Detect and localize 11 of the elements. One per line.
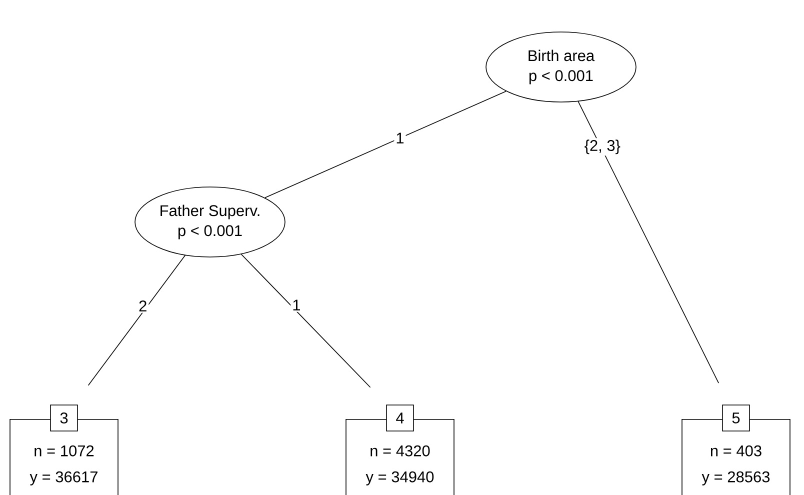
leaf-box: n = 1072 y = 36617 3 <box>10 404 118 495</box>
leaf-box: n = 403 y = 28563 5 <box>682 404 790 495</box>
branch-line <box>264 90 506 198</box>
branch-line <box>240 254 371 388</box>
edge-label: 1 <box>394 131 406 145</box>
edge-label: {2, 3} <box>582 138 622 156</box>
leaf-box: n = 4320 y = 34940 4 <box>346 404 454 495</box>
branch-line <box>88 255 186 386</box>
edge-label: 1 <box>290 298 302 312</box>
branch-line <box>578 101 720 384</box>
edge-label: 2 <box>137 299 149 313</box>
